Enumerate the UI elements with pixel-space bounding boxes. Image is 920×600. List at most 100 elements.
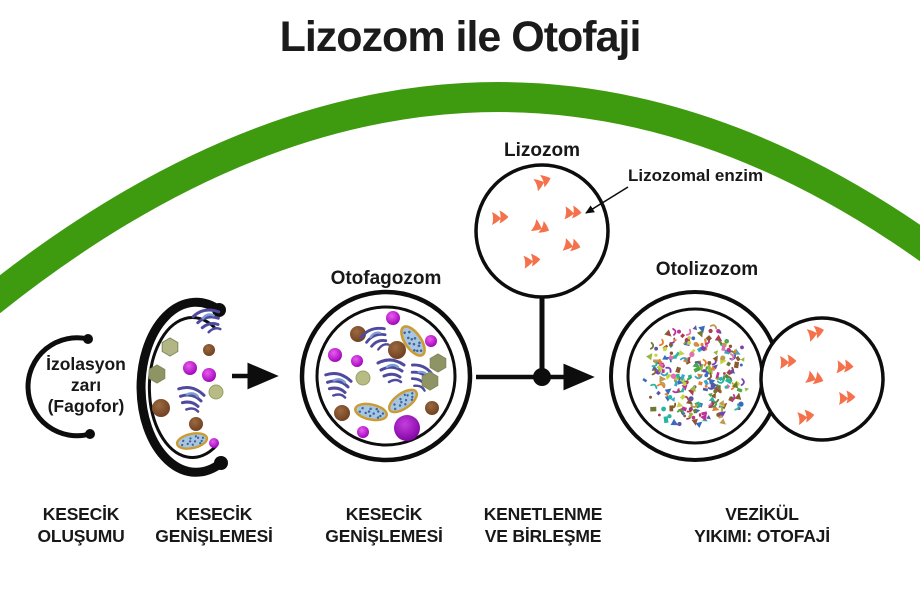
debris-particle <box>692 408 697 414</box>
enzyme-icon <box>533 175 551 192</box>
debris-particle <box>662 354 669 360</box>
enzyme-icon <box>839 390 856 405</box>
debris-particle <box>696 401 702 408</box>
debris-particle <box>683 381 687 387</box>
enzyme-icon <box>562 238 581 252</box>
vesicle-particle-icon <box>328 348 342 362</box>
debris-particle <box>692 361 701 369</box>
enzyme-icon <box>530 219 550 233</box>
debris-particle <box>718 330 722 335</box>
debris-particle <box>680 387 686 393</box>
debris-particle <box>714 334 723 342</box>
vesicle-particle-icon <box>189 417 203 431</box>
debris-particle <box>677 421 682 427</box>
debris-particle <box>713 350 719 356</box>
debris-particle <box>706 414 711 420</box>
degraded-material <box>642 324 750 428</box>
enzyme-icon <box>836 359 854 374</box>
page-title: Lizozom ile Otofaji <box>279 13 642 61</box>
debris-particle <box>689 384 696 392</box>
debris-particle <box>657 383 665 388</box>
stage-label-line: VEZİKÜL <box>725 504 799 524</box>
debris-particle <box>672 388 680 394</box>
autolysosome-label: Otolizozom <box>655 259 759 280</box>
hexagon-particle-icon <box>148 364 166 384</box>
debris-particle <box>679 394 686 400</box>
debris-particle <box>707 361 712 365</box>
debris-particle <box>652 359 659 364</box>
vesicle-particle-icon <box>388 341 406 359</box>
debris-particle <box>733 361 740 369</box>
debris-particle <box>669 405 674 412</box>
debris-particle <box>686 376 692 381</box>
er-organelle-icon <box>177 386 206 413</box>
vesicle-particle-icon <box>203 344 215 356</box>
vesicle-particle-icon <box>208 384 224 400</box>
debris-particle <box>654 353 658 357</box>
enzyme-icon <box>492 210 509 225</box>
debris-particle <box>738 401 744 407</box>
stage-label-line: GENİŞLEMESİ <box>325 526 443 546</box>
debris-particle <box>718 400 724 407</box>
debris-particle <box>664 391 669 397</box>
debris-particle <box>708 396 716 403</box>
debris-particle <box>694 361 702 367</box>
debris-particle <box>685 398 693 405</box>
debris-particle <box>717 376 723 382</box>
debris-particle <box>736 387 743 393</box>
mitochondrion-icon <box>387 388 419 414</box>
enzyme-icon <box>564 205 582 220</box>
debris-particle <box>650 406 657 412</box>
debris-particle <box>677 329 681 334</box>
debris-particle <box>661 406 666 412</box>
debris-particle <box>726 361 732 367</box>
debris-particle <box>739 363 743 367</box>
debris-particle <box>683 414 687 418</box>
debris-particle <box>657 358 663 365</box>
debris-particle <box>717 379 725 384</box>
debris-particle <box>712 355 718 362</box>
debris-particle <box>728 344 733 348</box>
debris-particle <box>715 371 720 379</box>
stage-label-vesicle-expansion-2: KESECİK GENİŞLEMESİ <box>299 503 469 547</box>
debris-particle <box>717 339 723 345</box>
vesicle-enzymes <box>780 325 856 426</box>
debris-particle <box>696 330 703 338</box>
debris-particle <box>691 415 696 420</box>
debris-particle <box>695 421 703 428</box>
vesicle-particle-icon <box>152 399 170 417</box>
debris-particle <box>680 333 686 339</box>
debris-particle <box>729 368 736 374</box>
stage-label-line: KENETLENME <box>483 504 603 524</box>
debris-particle <box>667 395 673 400</box>
debris-particle <box>685 360 691 365</box>
debris-particle <box>703 379 709 386</box>
debris-particle <box>689 351 695 357</box>
enzyme-icon <box>797 409 815 426</box>
mitochondrion-icon <box>400 325 426 357</box>
vesicle-particle-icon <box>425 335 437 347</box>
debris-particle <box>685 328 692 336</box>
mitochondrion-icon <box>354 402 388 422</box>
debris-particle <box>734 392 742 400</box>
enzyme-icon <box>805 370 824 384</box>
debris-particle <box>710 392 716 399</box>
stage-label-vesicle-formation: KESECİK OLUŞUMU <box>1 503 161 547</box>
debris-particle <box>744 387 750 392</box>
debris-particle <box>730 393 736 402</box>
debris-particle <box>687 336 691 340</box>
isolation-membrane-label-line3: (Fagofor) <box>47 396 125 416</box>
debris-particle <box>734 403 740 411</box>
enzyme-icon <box>780 354 797 369</box>
cell-membrane-arc <box>0 82 920 314</box>
debris-particle <box>673 338 678 343</box>
debris-particle <box>718 415 723 419</box>
debris-particle <box>733 348 739 354</box>
debris-particle <box>658 413 661 417</box>
debris-particle <box>670 418 679 426</box>
er-organelle-icon <box>376 358 406 384</box>
debris-particle <box>665 330 671 337</box>
stage-label-line: GENİŞLEMESİ <box>155 526 273 546</box>
enzyme-icon <box>523 253 541 269</box>
debris-particle <box>678 377 686 386</box>
